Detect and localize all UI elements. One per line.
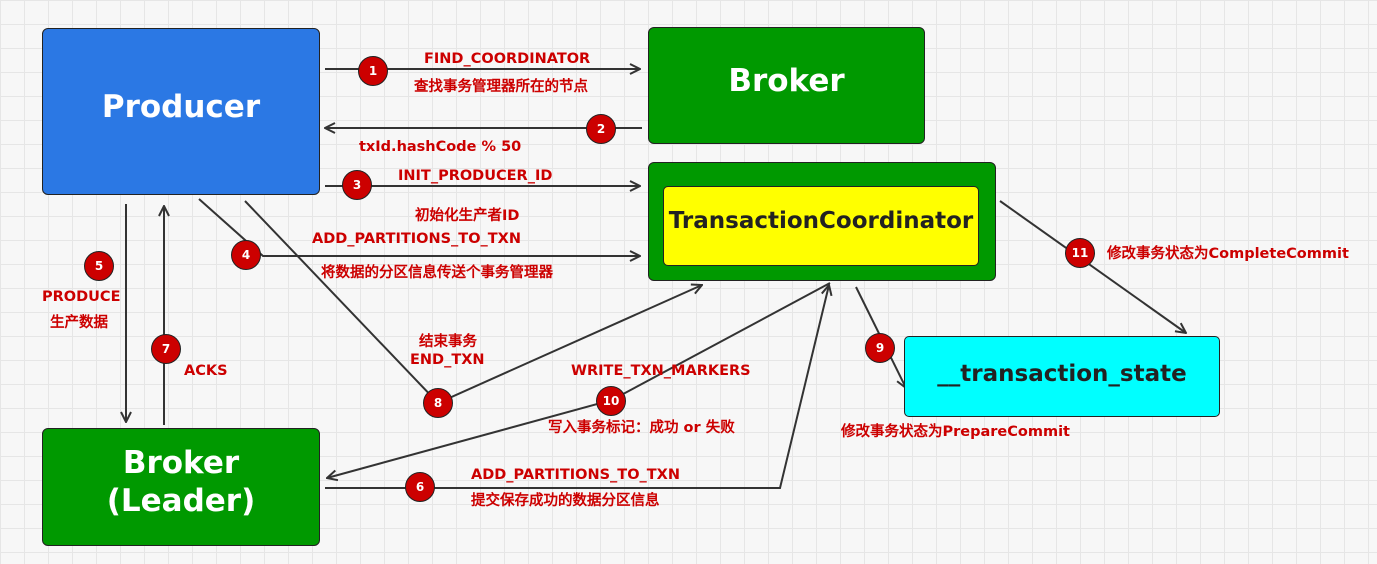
step4-desc: 将数据的分区信息传送个事务管理器: [321, 265, 553, 281]
step5-desc: 生产数据: [50, 315, 108, 331]
step10-badge: 10: [596, 386, 626, 416]
step3-desc: 初始化生产者ID: [415, 208, 520, 224]
step2-badge: 2: [586, 114, 616, 144]
step10-desc: 写入事务标记：成功 or 失败: [548, 420, 735, 436]
producer-label: Producer: [101, 88, 261, 125]
step9-label: 修改事务状态为PrepareCommit: [841, 424, 1070, 440]
step6-desc: 提交保存成功的数据分区信息: [471, 493, 660, 509]
step11-badge: 11: [1065, 238, 1095, 268]
step9-badge: 9: [865, 333, 895, 363]
step7-badge: 7: [151, 334, 181, 364]
transaction-coordinator-label: TransactionCoordinator: [668, 208, 974, 234]
broker-leader-node: Broker (Leader): [42, 428, 320, 546]
step1-badge: 1: [358, 56, 388, 86]
arrow-add-partitions: [198, 198, 640, 256]
step4-badge: 4: [231, 240, 261, 270]
broker-leader-role: (Leader): [106, 483, 256, 519]
step6-label: ADD_PARTITIONS_TO_TXN: [471, 467, 680, 483]
broker-label: Broker: [728, 62, 845, 99]
step5-badge: 5: [84, 251, 114, 281]
transaction-state-node: __transaction_state: [904, 336, 1220, 417]
step7-label: ACKS: [184, 363, 228, 379]
step1-label: FIND_COORDINATOR: [424, 51, 591, 67]
step8-badge: 8: [423, 388, 453, 418]
transaction-coordinator-node: TransactionCoordinator: [663, 186, 979, 266]
arrow-write-txn-markers: [327, 282, 831, 478]
transaction-state-label: __transaction_state: [937, 360, 1187, 387]
broker-node: Broker: [648, 27, 925, 144]
step11-label: 修改事务状态为CompleteCommit: [1107, 246, 1349, 262]
step8-desc: END_TXN: [410, 352, 485, 368]
step4-label: ADD_PARTITIONS_TO_TXN: [312, 231, 521, 247]
step2-label: txId.hashCode % 50: [359, 139, 522, 155]
step5-label: PRODUCE: [42, 289, 121, 305]
broker-leader-label: Broker: [122, 445, 240, 481]
step1-desc: 查找事务管理器所在的节点: [414, 79, 588, 95]
arrow-complete-commit: [999, 200, 1186, 333]
step10-label: WRITE_TXN_MARKERS: [571, 363, 751, 379]
step3-badge: 3: [342, 170, 372, 200]
step8-label: 结束事务: [419, 334, 477, 350]
step6-badge: 6: [405, 472, 435, 502]
arrow-add-partitions-leader: [325, 285, 829, 489]
step3-label: INIT_PRODUCER_ID: [398, 168, 553, 184]
producer-node: Producer: [42, 28, 320, 195]
